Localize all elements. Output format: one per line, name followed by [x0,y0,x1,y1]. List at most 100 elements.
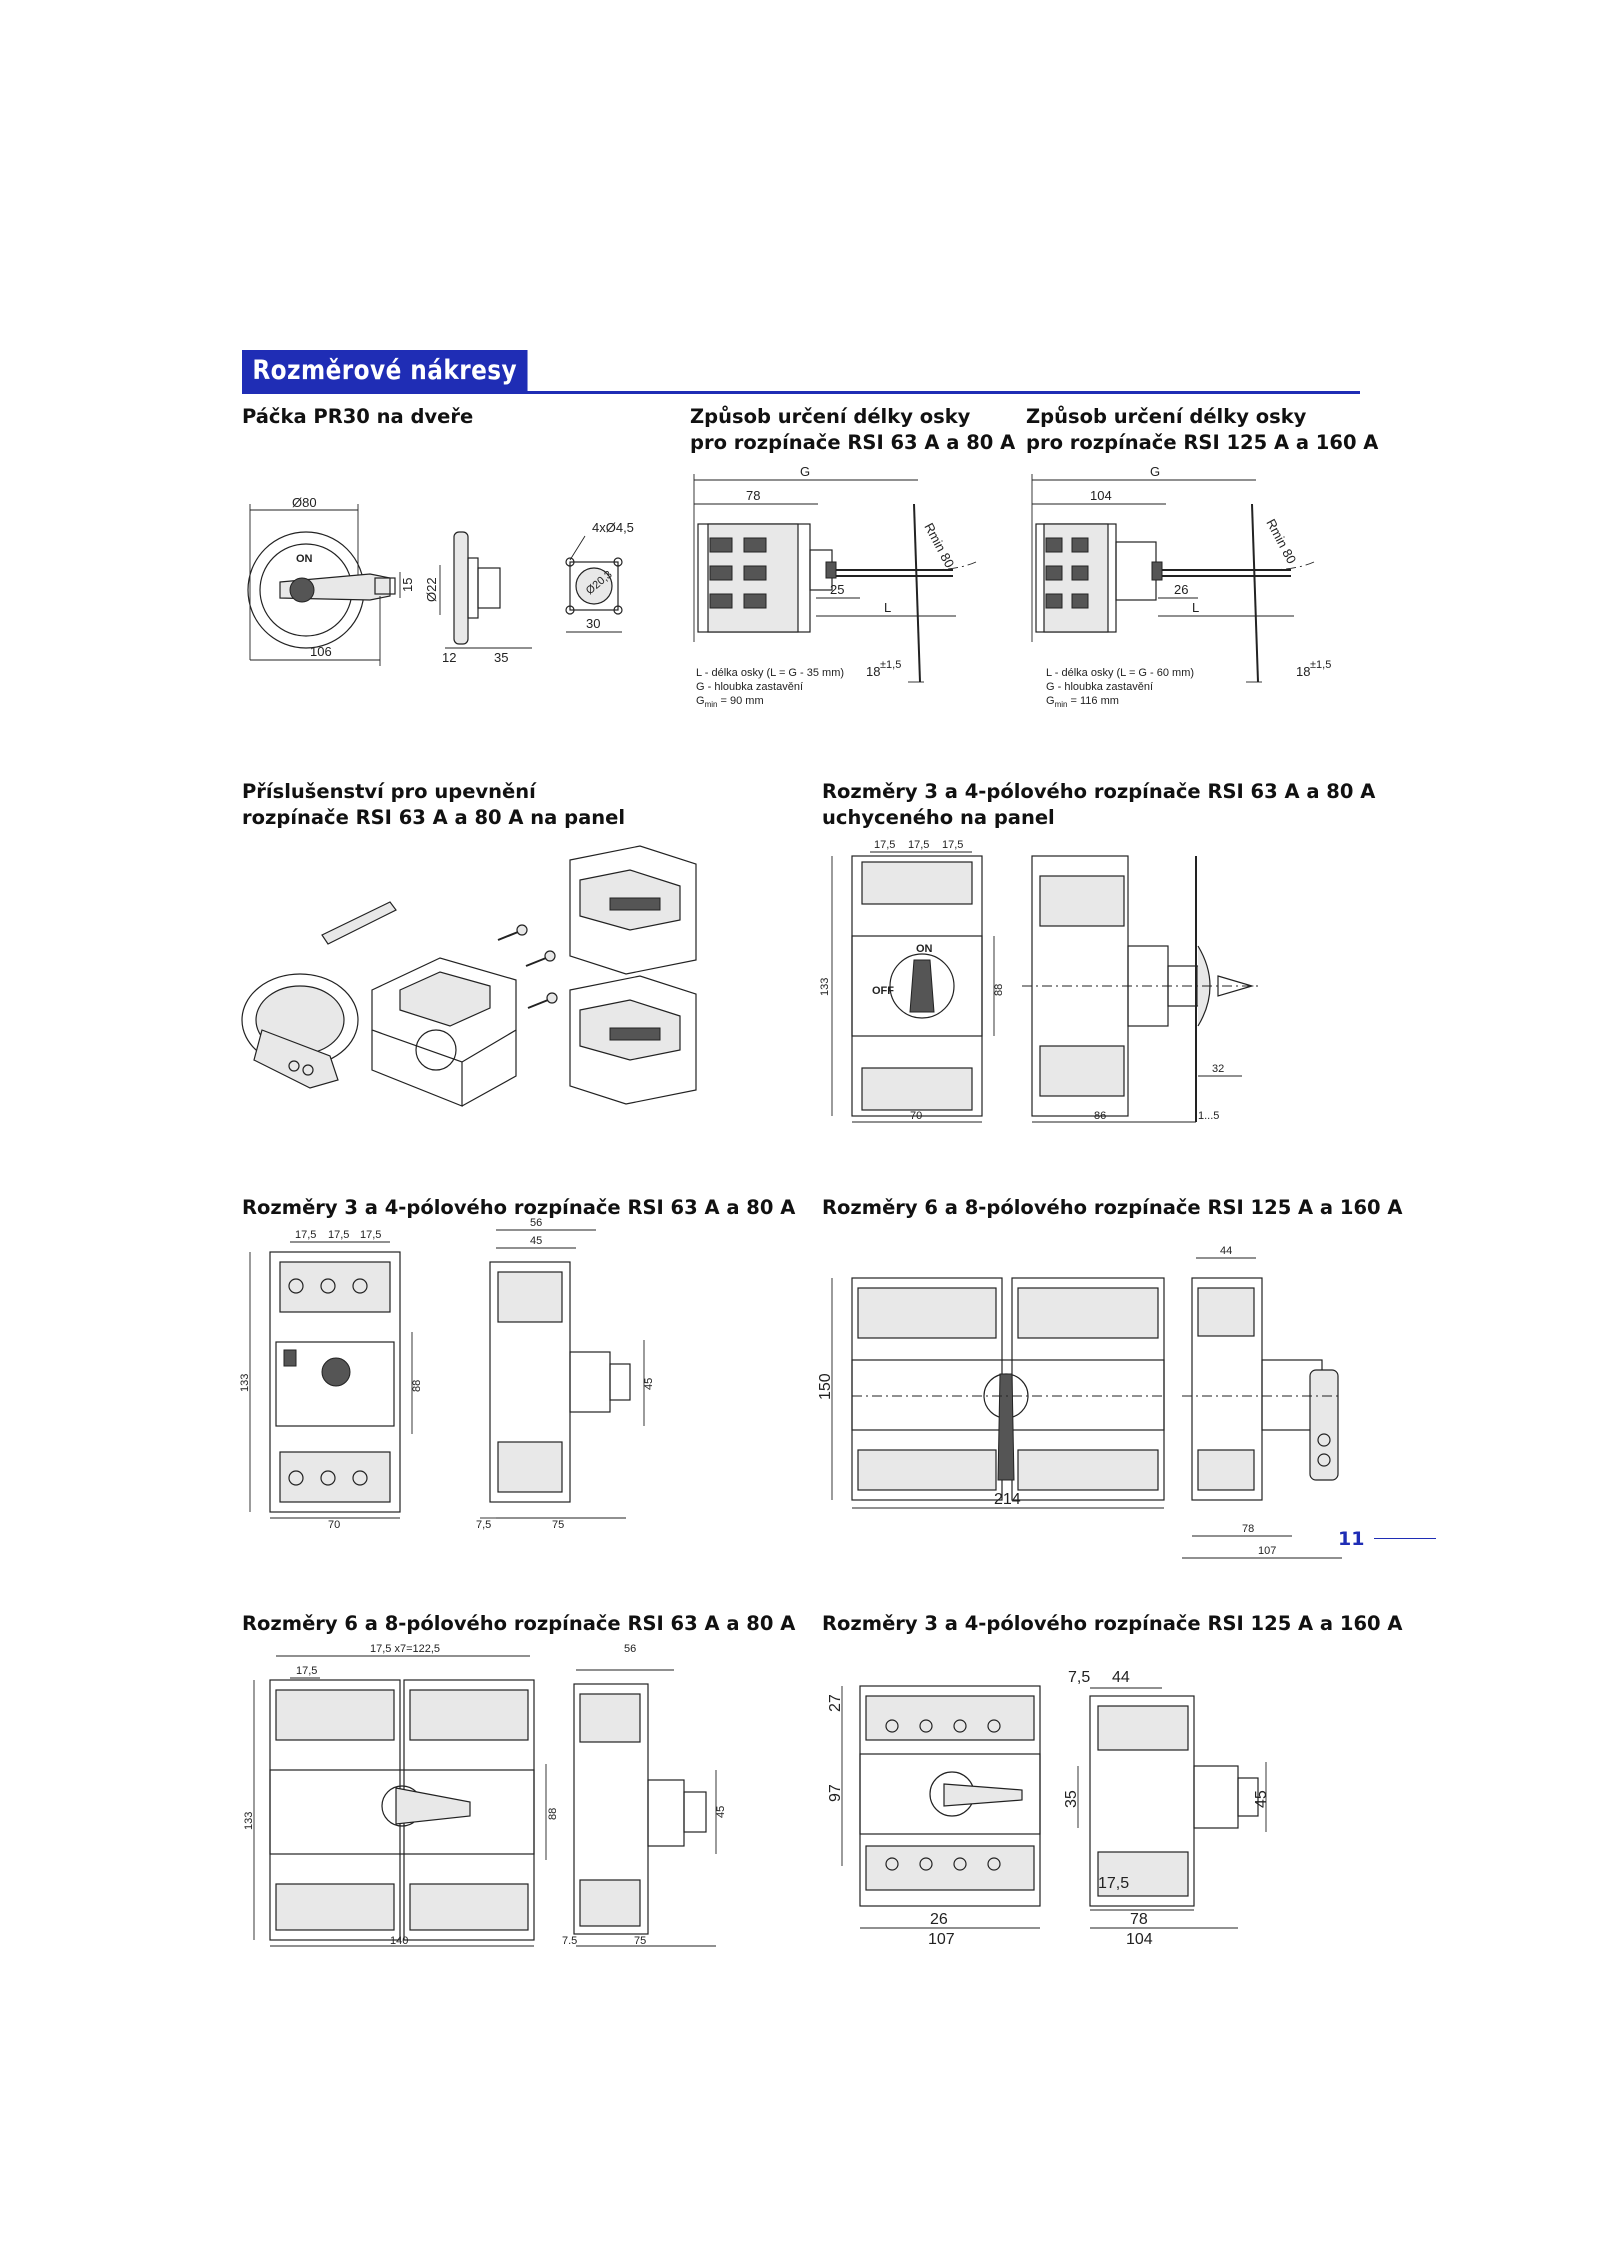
shaft-b-note3-pre: G [1046,695,1055,707]
heading-d34-63: Rozměry 3 a 4-pólového rozpínače RSI 63 … [242,1196,796,1219]
shaft-a-25: 25 [830,582,844,597]
d34-125-104: 104 [1126,1931,1153,1948]
d34-125-45: 45 [1253,1790,1270,1808]
dim-d80: Ø80 [292,495,317,510]
panel-on: ON [916,943,933,955]
d34-125-35: 35 [1063,1790,1080,1808]
d34-63-h45: 45 [643,1378,655,1390]
d34-63-88: 88 [411,1380,423,1392]
shaft-b-tol: ±1,5 [1310,659,1331,671]
d34-63-133: 133 [239,1374,251,1392]
d68-125-78: 78 [1242,1523,1254,1535]
d34-125-27: 27 [827,1694,844,1712]
panel-p1: 17,5 [874,839,895,851]
panel-15: 1...5 [1198,1110,1219,1122]
dim-d22: Ø22 [424,577,439,602]
heading-d34-125: Rozměry 3 a 4-pólového rozpínače RSI 125… [822,1612,1403,1635]
shaft-a-note3-pre: G [696,695,705,707]
panel-86: 86 [1094,1110,1106,1122]
heading-shaft-b-2: pro rozpínače RSI 125 A a 160 A [1026,431,1379,454]
dim-holes: 4xØ4,5 [592,520,634,535]
shaft-a-l: L [884,600,891,615]
lever-drawing: Ø80 ON 106 15 Ø22 12 35 4xØ4,5 Ø20,3 30 [247,495,634,666]
panel-p2: 17,5 [908,839,929,851]
d68-63-88: 88 [547,1808,559,1820]
d68-125-drawing: 150 214 44 78 107 [817,1245,1342,1559]
d68-63-pitch: 17,5 x7=122,5 [370,1643,440,1655]
shaft-b-drawing: G 104 Rmin 80 26 L 18 ±1,5 L - délka osk… [1031,464,1331,709]
shaft-a-18: 18 [866,664,880,679]
shaft-rod [321,901,397,945]
shaft-a-g: G [800,464,810,479]
d68-63-h45: 45 [715,1806,727,1818]
shaft-b-g: G [1150,464,1160,479]
heading-accessories-1: Příslušenství pro upevnění [242,780,536,803]
d34-63-p1: 17,5 [295,1229,316,1241]
shaft-a-78: 78 [746,488,760,503]
shaft-a-drawing: G 78 Rmin 80 25 L 18 ±1,5 L - délka osky… [693,464,977,709]
panel-off: OFF [872,985,894,997]
shaft-b-note1: L - délka osky (L = G - 60 mm) [1046,667,1194,679]
d34-63-56: 56 [530,1217,542,1229]
section-title-rule [242,391,1360,394]
d68-63-75: 7.5 [562,1935,577,1947]
shaft-b-rmin: Rmin 80 [1263,516,1299,566]
dim-106: 106 [310,644,332,659]
d68-63-140: 140 [390,1935,408,1947]
svg-text:Gmin = 116 mm: Gmin = 116 mm [1046,695,1119,709]
heading-lever: Páčka PR30 na dveře [242,405,474,428]
section-title: Rozměrové nákresy [242,350,528,392]
d68-125-107: 107 [1258,1545,1276,1557]
d34-63-front-body [269,1251,401,1513]
shaft-b-note2: G - hloubka zastavění [1046,681,1153,693]
heading-shaft-a-1: Způsob určení délky osky [690,405,971,428]
d34-63-75: 7,5 [476,1519,491,1531]
d68-63-drawing: 17,5 x7=122,5 17,5 133 88 140 56 45 7.5 … [243,1643,727,1947]
panel-32: 32 [1212,1063,1224,1075]
heading-shaft-a-2: pro rozpínače RSI 63 A a 80 A [690,431,1016,454]
d34-125-26: 26 [930,1911,948,1928]
d34-63-drawing: 17,5 17,5 17,5 133 88 70 56 45 45 7,5 75 [239,1217,655,1531]
svg-text:Gmin = 90 mm: Gmin = 90 mm [696,695,764,709]
shaft-b-18: 18 [1296,664,1310,679]
d34-63-75b: 75 [552,1519,564,1531]
d68-63-133: 133 [243,1812,255,1830]
shaft-a-tol: ±1,5 [880,659,901,671]
d34-125-107: 107 [928,1931,955,1948]
shaft-a-note3-post: = 90 mm [717,695,763,707]
rail-upper [569,845,697,975]
d34-125-drawing: 27 97 26 107 7,5 44 35 45 17,5 78 104 [827,1669,1270,1948]
accessories-drawing [241,845,697,1107]
shaft-b-104: 104 [1090,488,1112,503]
d68-63-56: 56 [624,1643,636,1655]
dim-15: 15 [400,578,415,592]
shaft-b-26: 26 [1174,582,1188,597]
panel-mounted-drawing: 17,5 17,5 17,5 133 ON OFF 88 70 32 86 1.… [819,839,1262,1123]
d34-125-78: 78 [1130,1911,1148,1928]
heading-d68-125: Rozměry 6 a 8-pólového rozpínače RSI 125… [822,1196,1403,1219]
panel-133: 133 [819,978,831,996]
d34-125-44: 44 [1112,1669,1130,1686]
page-number: 11 [1338,1528,1365,1550]
d34-125-175: 17,5 [1098,1875,1129,1892]
heading-panel-2: uchyceného na panel [822,806,1055,829]
panel-70: 70 [910,1110,922,1122]
d34-63-70: 70 [328,1519,340,1531]
d34-63-p3: 17,5 [360,1229,381,1241]
d34-125-97: 97 [827,1784,844,1802]
d68-63-p1: 17,5 [296,1665,317,1677]
shaft-a-rmin: Rmin 80 [921,520,957,570]
shaft-a-note1: L - délka osky (L = G - 35 mm) [696,667,844,679]
panel-p3: 17,5 [942,839,963,851]
rail-lower [569,975,697,1105]
dim-12: 12 [442,650,456,665]
dim-30: 30 [586,616,600,631]
page-number-rule [1374,1538,1436,1539]
shaft-a-note2: G - hloubka zastavění [696,681,803,693]
heading-panel-1: Rozměry 3 a 4-pólového rozpínače RSI 63 … [822,780,1376,803]
shaft-b-note3-post: = 116 mm [1067,695,1118,707]
d34-125-75: 7,5 [1068,1669,1090,1686]
heading-accessories-2: rozpínače RSI 63 A a 80 A na panel [242,806,626,829]
d68-63-75b: 75 [634,1935,646,1947]
d34-63-45: 45 [530,1235,542,1247]
